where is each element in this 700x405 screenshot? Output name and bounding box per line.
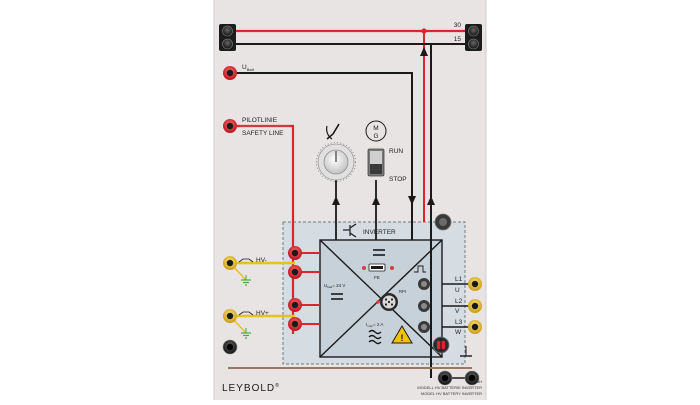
product-name-de: MODELL HV BATTERIE INVERTER bbox=[417, 385, 482, 390]
brand-logo: LEYBOLD® bbox=[222, 382, 280, 394]
dc-symbol-icon bbox=[373, 249, 385, 256]
hv-red-jack[interactable] bbox=[288, 246, 302, 260]
speed-icon bbox=[326, 123, 340, 140]
rpi-label: RPI bbox=[399, 289, 406, 294]
led-indicator bbox=[362, 266, 366, 270]
ground-icon bbox=[241, 275, 251, 286]
pilotlinie-label: PILOTLINIE bbox=[242, 117, 278, 124]
ground-icon bbox=[241, 328, 251, 339]
fe-ground-jack[interactable] bbox=[434, 213, 452, 231]
ac-symbol-icon bbox=[368, 329, 382, 345]
run-stop-switch[interactable] bbox=[367, 148, 385, 177]
svg-text:!: ! bbox=[401, 333, 404, 343]
inverter-output-socket[interactable] bbox=[418, 321, 430, 333]
transistor-icon bbox=[343, 223, 357, 238]
product-code: 739 8H bbox=[469, 379, 482, 384]
output-label-v: V bbox=[455, 308, 460, 315]
fuse-holder[interactable] bbox=[432, 336, 450, 354]
arrow-up bbox=[332, 196, 340, 205]
output-label-l3: L3 bbox=[455, 319, 463, 326]
hv-red-jack[interactable] bbox=[288, 298, 302, 312]
output-label-l2: L2 bbox=[455, 298, 463, 305]
ubatt-jack[interactable] bbox=[223, 66, 237, 80]
warning-icon: ! bbox=[391, 325, 413, 344]
inverter-output-socket[interactable] bbox=[418, 300, 430, 312]
fe-label: FE bbox=[374, 275, 380, 280]
safety-line-label: SAFETY LINE bbox=[242, 130, 284, 137]
fe-connector[interactable] bbox=[368, 263, 386, 272]
arrow-up bbox=[372, 196, 380, 205]
led-indicator bbox=[376, 300, 380, 304]
output-jack-u[interactable] bbox=[468, 277, 482, 291]
ground-jack-bottom-right[interactable] bbox=[464, 370, 480, 386]
inverter-output-socket[interactable] bbox=[418, 278, 430, 290]
rail-label-30: 30 bbox=[454, 22, 462, 29]
output-label-w: W bbox=[455, 329, 462, 336]
output-jack-w[interactable] bbox=[468, 320, 482, 334]
product-name-en: MODEL HV BATTERY INVERTER bbox=[421, 391, 482, 396]
hv-minus-label: HV- bbox=[256, 257, 267, 264]
hv-plus-jack[interactable] bbox=[223, 309, 237, 323]
hv-minus-shield-icon bbox=[238, 258, 254, 263]
hv-red-jack[interactable] bbox=[288, 317, 302, 331]
earth-symbol-icon bbox=[460, 346, 472, 357]
ground-jack-bottom[interactable] bbox=[437, 370, 453, 386]
hv-minus-jack[interactable] bbox=[223, 256, 237, 270]
speed-knob[interactable] bbox=[316, 142, 356, 182]
output-label-u: U bbox=[455, 287, 460, 294]
switch-stop-label: STOP bbox=[389, 176, 407, 183]
ubatt-wire bbox=[230, 72, 413, 240]
rail-label-15: 15 bbox=[454, 36, 462, 43]
rail-plug-right[interactable] bbox=[465, 24, 482, 51]
rail-plug-left[interactable] bbox=[219, 24, 236, 51]
rpi-socket[interactable] bbox=[380, 293, 398, 311]
hv-plus-shield-icon bbox=[238, 311, 254, 316]
inverter-title: INVERTER bbox=[363, 229, 396, 236]
dc-input-symbol-icon bbox=[331, 293, 343, 300]
pwm-icon bbox=[414, 265, 426, 273]
arrow-up bbox=[427, 196, 435, 205]
safety-line-jack[interactable] bbox=[223, 119, 237, 133]
led-indicator bbox=[390, 266, 394, 270]
arrow-up bbox=[420, 47, 428, 56]
svg-text:G: G bbox=[373, 133, 378, 140]
hv-plus-label: HV+ bbox=[256, 310, 269, 317]
hv-red-jack[interactable] bbox=[288, 265, 302, 279]
output-jack-v[interactable] bbox=[468, 299, 482, 313]
switch-run-label: RUN bbox=[389, 148, 403, 155]
current-rating: Imax= 2 A bbox=[366, 322, 383, 328]
ubatt-label: UBatt bbox=[242, 64, 255, 72]
motor-generator-icon: M G bbox=[365, 120, 387, 142]
arrow-down bbox=[408, 196, 416, 205]
svg-text:M: M bbox=[373, 125, 378, 132]
ground-jack-left[interactable] bbox=[222, 339, 238, 355]
output-label-l1: L1 bbox=[455, 276, 463, 283]
voltage-rating: Ubatt= 24 V bbox=[324, 283, 345, 289]
